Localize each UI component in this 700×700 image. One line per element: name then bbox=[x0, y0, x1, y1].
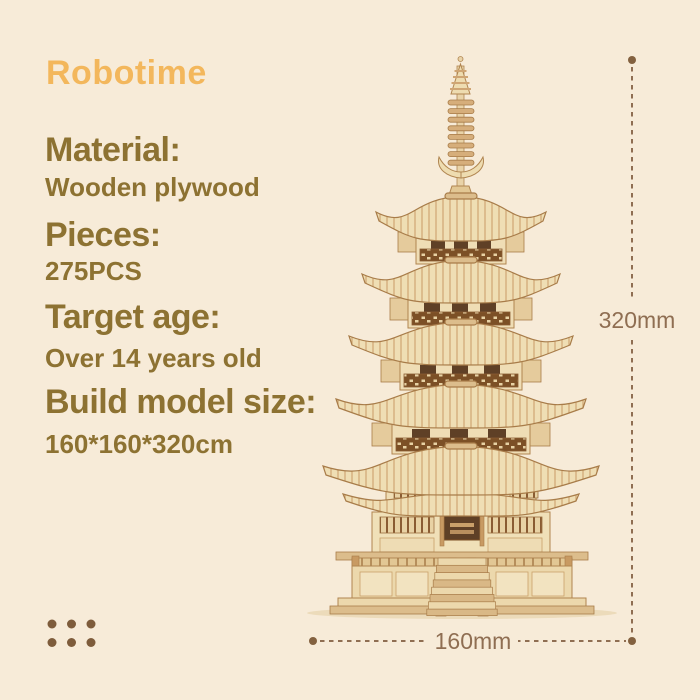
pagoda-roofs bbox=[322, 192, 600, 517]
spec-target-age-label: Target age: bbox=[45, 298, 221, 336]
pagoda-body-layers bbox=[307, 56, 617, 619]
skirt-roof bbox=[341, 491, 581, 517]
spec-material-label: Material: bbox=[45, 131, 181, 169]
spec-pieces-label: Pieces: bbox=[45, 216, 161, 254]
spec-build-size-value: 160*160*320cm bbox=[45, 429, 233, 459]
dimension-endpoint-dots bbox=[309, 56, 636, 645]
spec-material-value: Wooden plywood bbox=[45, 172, 260, 202]
width-dimension-label: 160mm bbox=[428, 628, 518, 655]
roof-1 bbox=[322, 445, 600, 496]
dot-grid-icon bbox=[47, 619, 96, 647]
roof-4 bbox=[360, 259, 562, 304]
staircase bbox=[426, 557, 498, 617]
pagoda-spire bbox=[438, 56, 484, 201]
spec-build-size-label: Build model size: bbox=[45, 383, 317, 421]
brand-logo: Robotime bbox=[46, 54, 207, 92]
height-dimension-label: 320mm bbox=[592, 307, 682, 334]
roof-5 bbox=[374, 195, 548, 242]
roof-2 bbox=[335, 383, 587, 429]
spire-rings bbox=[447, 99, 475, 166]
spec-pieces-value: 275PCS bbox=[45, 256, 142, 286]
roof-3 bbox=[348, 321, 574, 366]
spec-target-age-value: Over 14 years old bbox=[45, 343, 262, 373]
